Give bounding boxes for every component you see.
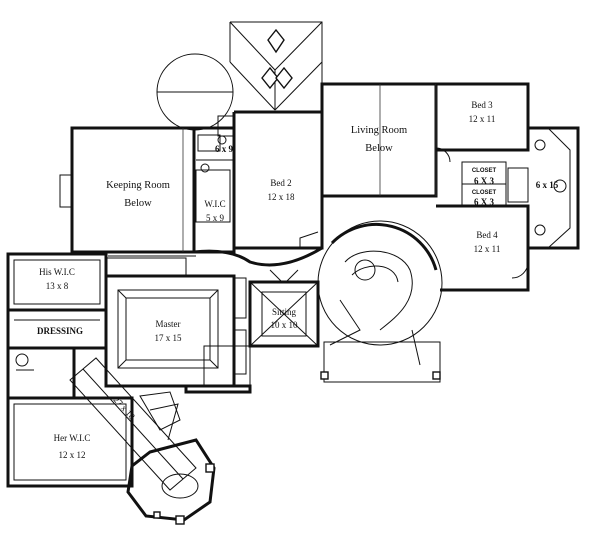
keeping-room-label: Keeping Room Below [106, 180, 170, 209]
bed4-label: Bed 4 12 x 11 [474, 230, 501, 254]
dressing-name: DRESSING [37, 326, 83, 336]
diagonal-hall [69, 357, 197, 491]
bed3-name: Bed 3 [471, 100, 493, 110]
his-wic-size: 13 x 8 [46, 281, 69, 291]
wic-label: W.I.C 5 x 9 [204, 199, 225, 223]
his-wic-name: His W.I.C [39, 267, 75, 277]
bed4-name: Bed 4 [476, 230, 498, 240]
small-bath-size: 6 x 9 [215, 144, 234, 154]
hallway [108, 231, 323, 267]
wic-size: 5 x 9 [206, 213, 225, 223]
roof-gable [229, 21, 323, 120]
her-wic-size: 12 x 12 [59, 450, 86, 460]
keeping-room-sub: Below [124, 198, 152, 209]
master-area [104, 257, 247, 388]
closet2-name: CLOSET [472, 190, 497, 196]
master-label: Master 17 x 15 [155, 319, 183, 343]
sitting-size: 10 x 10 [271, 320, 299, 330]
living-room-sub: Below [365, 143, 393, 154]
bed2-size: 12 x 18 [268, 192, 296, 202]
living-room-area [320, 82, 438, 198]
bed3-size: 12 x 11 [469, 114, 496, 124]
bed4-area [436, 204, 530, 292]
her-wic-name: Her W.I.C [54, 433, 91, 443]
toilet-area [6, 346, 76, 400]
living-room-name: Living Room [351, 125, 407, 136]
master-size: 17 x 15 [155, 333, 183, 343]
master-name: Master [156, 319, 181, 329]
spiral-stair [317, 220, 443, 366]
keeping-room-name: Keeping Room [106, 180, 170, 191]
her-wic-label: Her W.I.C 12 x 12 [54, 433, 91, 460]
wic-name: W.I.C [204, 199, 225, 209]
bed2-label: Bed 2 12 x 18 [268, 178, 296, 202]
closet1-name: CLOSET [472, 168, 497, 174]
sitting-area [248, 269, 320, 348]
sitting-label: Sitting 10 x 10 [271, 307, 299, 330]
closet1-label: CLOSET 6 X 3 [472, 168, 497, 186]
lower-center [184, 345, 252, 394]
closet1-size: 6 X 3 [474, 176, 494, 186]
his-wic-label: His W.I.C 13 x 8 [39, 267, 75, 291]
living-room-label: Living Room Below [351, 125, 407, 154]
closet2-size: 6 X 3 [474, 197, 494, 207]
bed2-name: Bed 2 [270, 178, 291, 188]
right-bath-size: 6 x 15 [536, 180, 559, 190]
closet2-label: CLOSET 6 X 3 [472, 190, 497, 207]
balcony [320, 341, 441, 383]
sitting-name: Sitting [272, 307, 297, 317]
octagon-tower [126, 438, 216, 525]
bed3-area [435, 82, 530, 163]
bed4-size: 12 x 11 [474, 244, 501, 254]
bed3-label: Bed 3 12 x 11 [469, 100, 496, 124]
